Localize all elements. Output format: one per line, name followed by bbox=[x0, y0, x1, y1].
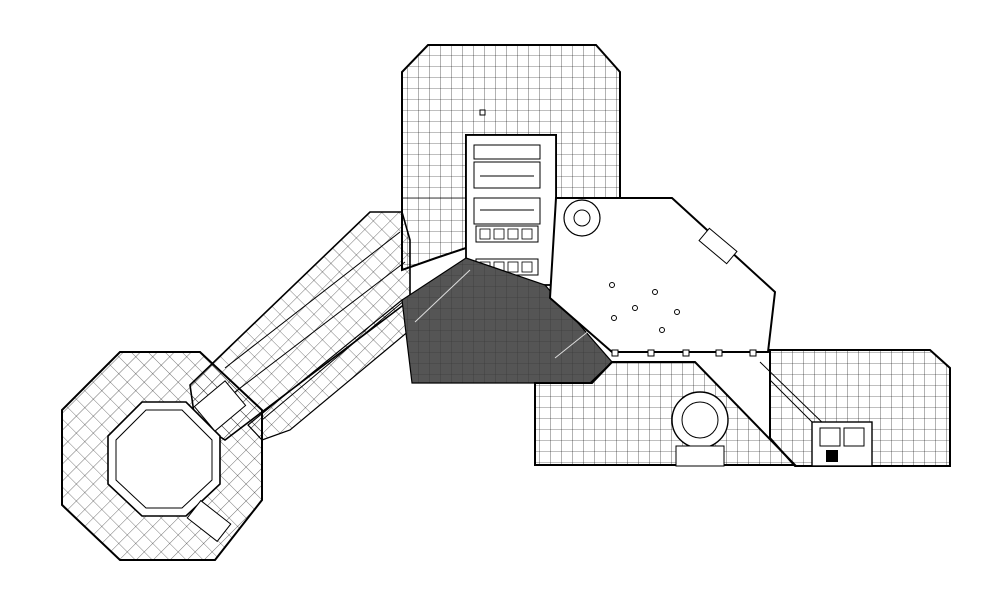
east-atrium bbox=[548, 197, 777, 357]
highlight-diagonal-2 bbox=[554, 329, 591, 359]
core bbox=[465, 134, 557, 286]
octagon-pavilion bbox=[61, 351, 263, 561]
southeast-block bbox=[534, 361, 831, 467]
highlight-diagonal bbox=[414, 269, 471, 323]
east-block bbox=[769, 349, 951, 467]
